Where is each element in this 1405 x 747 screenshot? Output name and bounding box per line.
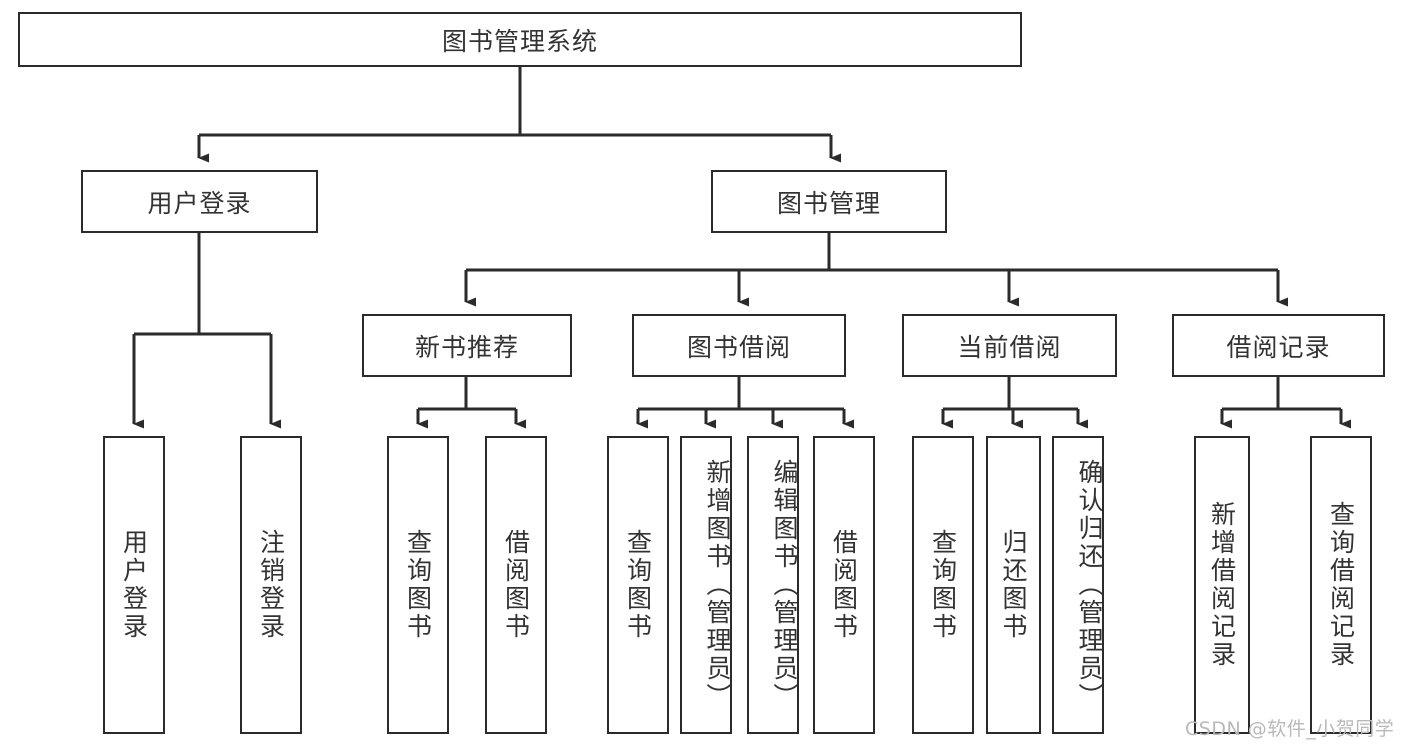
node-root-label: 图书管理系统 [441, 26, 598, 56]
node-book-borrow-label: 图书借阅 [686, 332, 791, 362]
node-leaf-query-book-current[interactable]: 查询图书 [912, 436, 974, 734]
node-new-book-recommend-label: 新书推荐 [414, 332, 519, 362]
node-user-login-label: 用户登录 [147, 188, 252, 218]
node-borrow-record[interactable]: 借阅记录 [1172, 314, 1385, 377]
node-current-borrow[interactable]: 当前借阅 [902, 314, 1117, 377]
node-leaf-add-book-admin-label: 新增图书（管理员） [703, 459, 732, 711]
node-borrow-record-label: 借阅记录 [1226, 332, 1331, 362]
node-leaf-add-borrow-record-label: 新增借阅记录 [1207, 501, 1237, 669]
node-leaf-borrow-book-label: 借阅图书 [829, 529, 859, 641]
node-leaf-logout-label: 注销登录 [256, 529, 286, 641]
node-leaf-confirm-return-admin-label: 确认归还（管理员） [1075, 459, 1104, 711]
node-leaf-return-book[interactable]: 归还图书 [986, 436, 1041, 734]
node-leaf-query-book-borrow[interactable]: 查询图书 [607, 436, 669, 734]
node-root[interactable]: 图书管理系统 [18, 12, 1022, 67]
node-leaf-user-login-label: 用户登录 [119, 529, 149, 641]
csdn-watermark: CSDN @软件_小贺同学 [1185, 718, 1395, 740]
node-current-borrow-label: 当前借阅 [957, 332, 1062, 362]
node-book-manage[interactable]: 图书管理 [711, 170, 947, 233]
node-leaf-query-book-rec-label: 查询图书 [403, 529, 433, 641]
node-leaf-user-login[interactable]: 用户登录 [103, 436, 165, 734]
node-leaf-query-book-current-label: 查询图书 [928, 529, 958, 641]
node-leaf-logout[interactable]: 注销登录 [240, 436, 302, 734]
node-leaf-borrow-book-rec[interactable]: 借阅图书 [485, 436, 547, 734]
node-new-book-recommend[interactable]: 新书推荐 [362, 314, 572, 377]
node-leaf-edit-book-admin-label: 编辑图书（管理员） [770, 459, 799, 711]
node-leaf-add-book-admin[interactable]: 新增图书（管理员） [680, 436, 732, 734]
node-leaf-edit-book-admin[interactable]: 编辑图书（管理员） [747, 436, 799, 734]
node-book-manage-label: 图书管理 [776, 188, 881, 218]
node-leaf-query-borrow-record[interactable]: 查询借阅记录 [1310, 436, 1372, 734]
node-leaf-query-borrow-record-label: 查询借阅记录 [1326, 501, 1356, 669]
node-leaf-query-book-borrow-label: 查询图书 [623, 529, 653, 641]
node-leaf-borrow-book-rec-label: 借阅图书 [501, 529, 531, 641]
node-leaf-query-book-rec[interactable]: 查询图书 [387, 436, 449, 734]
node-leaf-add-borrow-record[interactable]: 新增借阅记录 [1194, 436, 1250, 734]
node-book-borrow[interactable]: 图书借阅 [632, 314, 846, 377]
node-leaf-borrow-book[interactable]: 借阅图书 [813, 436, 875, 734]
node-user-login[interactable]: 用户登录 [81, 170, 318, 233]
node-leaf-confirm-return-admin[interactable]: 确认归还（管理员） [1052, 436, 1104, 734]
node-leaf-return-book-label: 归还图书 [999, 529, 1028, 641]
